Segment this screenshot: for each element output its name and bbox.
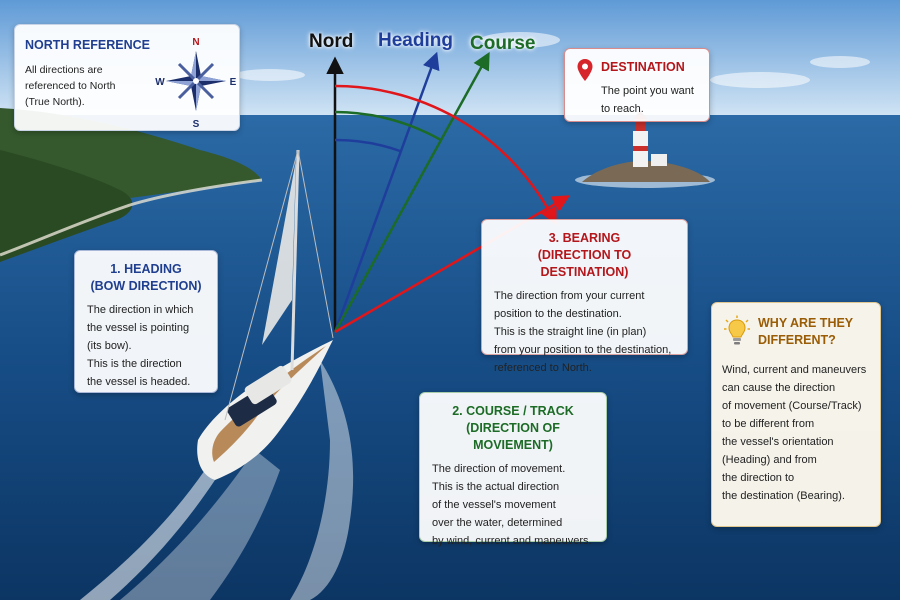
- course-card: 2. COURSE / TRACK (DIRECTION OF MOVIEMEN…: [419, 392, 607, 547]
- bearing-card: 3. BEARING (DIRECTION TO DESTINATION) Th…: [481, 219, 688, 374]
- heading-title: 1. HEADING (BOW DIRECTION): [90, 262, 202, 293]
- course-angle-arc: [334, 110, 442, 142]
- destination-title: DESTINATION: [601, 60, 685, 74]
- heading-card: 1. HEADING (BOW DIRECTION) The direction…: [74, 250, 218, 393]
- bearing-angle-arc: [334, 84, 557, 226]
- destination-card: DESTINATION The point you want to reach.: [564, 48, 710, 122]
- location-pin-icon: [577, 59, 593, 81]
- heading-text: The direction in which the vessel is poi…: [87, 304, 194, 388]
- heading-angle-arc: [334, 138, 401, 153]
- compass-w: W: [155, 77, 165, 88]
- boat-wake: [80, 360, 354, 600]
- why-different-title: WHY ARE THEY DIFFERENT?: [758, 316, 854, 347]
- compass-n: N: [192, 37, 199, 48]
- north-label: Nord: [309, 31, 354, 52]
- coastline-near: [0, 150, 133, 262]
- why-different-card: WHY ARE THEY DIFFERENT? Wind, current an…: [711, 302, 881, 527]
- course-arrow: [333, 51, 490, 333]
- north-reference-text: All directions are referenced to North (…: [25, 64, 116, 108]
- compass-s: S: [193, 119, 200, 129]
- compass-e: E: [230, 77, 237, 88]
- lightbulb-icon: [724, 315, 750, 345]
- heading-label: Heading: [378, 30, 453, 51]
- north-reference-title: NORTH REFERENCE: [25, 38, 151, 52]
- lighthouse-island: [575, 111, 715, 188]
- shore-foam: [0, 178, 263, 257]
- course-title: 2. COURSE / TRACK (DIRECTION OF MOVIEMEN…: [452, 404, 574, 452]
- destination-text: The point you want to reach.: [601, 85, 694, 115]
- course-label: Course: [470, 33, 536, 54]
- compass-rose-icon: N S E W: [155, 37, 237, 129]
- north-reference-card: NORTH REFERENCE All directions are refer…: [14, 24, 240, 131]
- sailboat: [197, 149, 334, 480]
- bearing-text: The direction from your current position…: [494, 290, 672, 374]
- bearing-title: 3. BEARING (DIRECTION TO DESTINATION): [537, 231, 632, 279]
- course-text: The direction of movement. This is the a…: [432, 463, 592, 547]
- clouds: [235, 32, 870, 88]
- why-different-text: Wind, current and maneuvers can cause th…: [722, 364, 867, 502]
